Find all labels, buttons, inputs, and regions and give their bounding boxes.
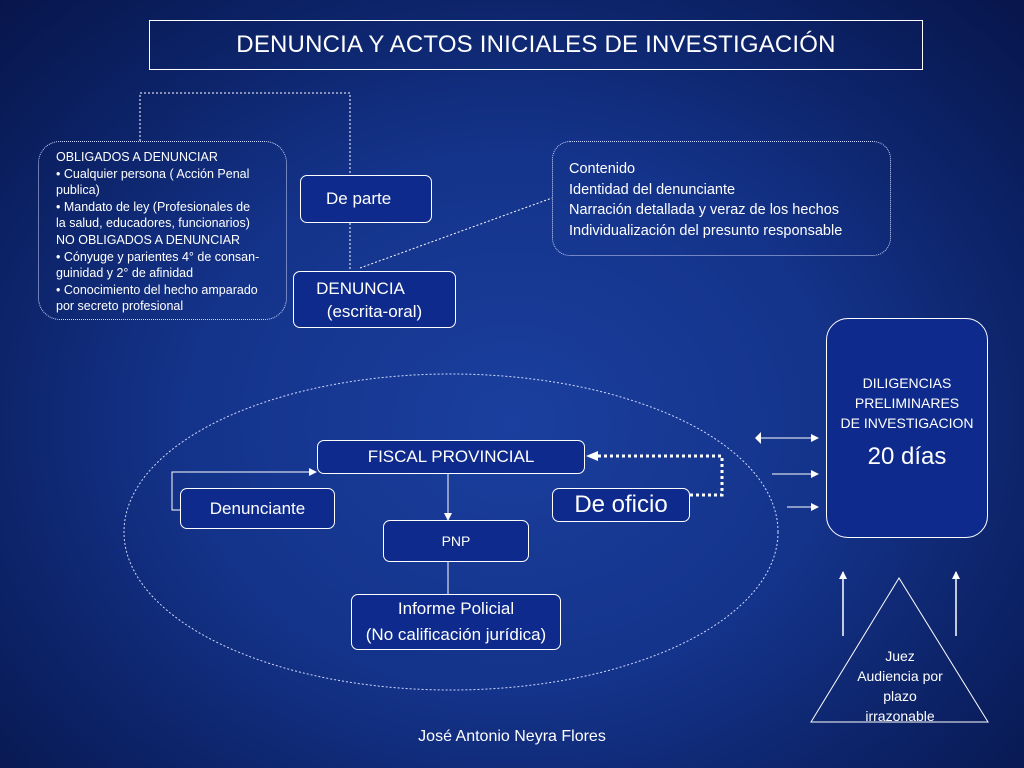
obligados-box: OBLIGADOS A DENUNCIAR • Cualquier person…	[38, 141, 287, 320]
obligados-line: • Cualquier persona ( Acción Penal	[56, 166, 250, 181]
slide-title: DENUNCIA Y ACTOS INICIALES DE INVESTIGAC…	[149, 20, 923, 70]
informe-policial-box: Informe Policial (No calificación jurídi…	[351, 594, 561, 650]
oficio-fiscal-arrowhead	[586, 451, 598, 461]
obligados-line: • Cónyuge y parientes 4° de consan-	[56, 249, 260, 264]
denunciante-fiscal-arrow	[171, 468, 317, 511]
obligados-line: guinidad y 2° de afinidad	[56, 266, 194, 281]
diligencias-arrow-1-tail	[755, 432, 761, 444]
denunciante-box: Denunciante	[180, 488, 335, 529]
diligencias-line: DE INVESTIGACION	[840, 415, 974, 431]
author-footer: José Antonio Neyra Flores	[418, 728, 606, 745]
juez-line: Juez	[885, 648, 915, 664]
contenido-line: Individualización del presunto responsab…	[569, 222, 843, 239]
contenido-line: Contenido	[569, 161, 636, 177]
informe-policial-label: Informe Policial	[397, 599, 515, 618]
pnp-box: PNP	[383, 520, 529, 562]
obligados-denuncia-connector	[139, 92, 351, 272]
obligados-line: por secreto profesional	[56, 299, 184, 314]
obligados-line: • Mandato de ley (Profesionales de	[56, 199, 251, 214]
juez-label: Juez Audiencia por plazo irrazonable	[840, 646, 960, 726]
fiscal-provincial-box: FISCAL PROVINCIAL	[317, 440, 585, 474]
fiscal-provincial-label: FISCAL PROVINCIAL	[367, 447, 535, 466]
juez-line: Audiencia por	[857, 668, 943, 684]
obligados-line: • Conocimiento del hecho amparado	[56, 282, 258, 297]
juez-line: irrazonable	[865, 708, 935, 724]
pnp-label: PNP	[441, 533, 471, 549]
contenido-line: Narración detallada y veraz de los hecho…	[569, 202, 840, 218]
denuncia-box: DENUNCIA (escrita-oral)	[293, 271, 456, 328]
diligencias-days: 20 días	[867, 443, 947, 470]
diligencias-box: DILIGENCIAS PRELIMINARES DE INVESTIGACIO…	[826, 318, 988, 538]
juez-triangle	[810, 577, 989, 723]
de-oficio-label: De oficio	[574, 491, 668, 518]
obligados-line: OBLIGADOS A DENUNCIAR	[56, 150, 218, 164]
informe-policial-sublabel: (No calificación jurídica)	[365, 625, 547, 644]
denuncia-sublabel: (escrita-oral)	[326, 301, 423, 321]
diligencias-line: DILIGENCIAS	[862, 375, 952, 391]
contenido-line: Identidad del denunciante	[569, 181, 736, 198]
diligencias-line: PRELIMINARES	[854, 395, 960, 411]
denunciante-label: Denunciante	[209, 498, 306, 518]
de-parte-label: De parte	[326, 189, 392, 208]
obligados-line: NO OBLIGADOS A DENUNCIAR	[56, 232, 241, 247]
denuncia-label: DENUNCIA	[316, 278, 405, 298]
juez-line: plazo	[883, 688, 917, 704]
obligados-line: publica)	[56, 183, 100, 198]
de-parte-box: De parte	[300, 175, 432, 223]
oficio-fiscal-connector	[596, 454, 724, 497]
contenido-box: Contenido Identidad del denunciante Narr…	[552, 141, 891, 256]
obligados-line: la salud, educadores, funcionarios)	[56, 216, 250, 231]
de-oficio-box: De oficio	[552, 488, 690, 522]
investigation-ellipse	[123, 373, 779, 691]
